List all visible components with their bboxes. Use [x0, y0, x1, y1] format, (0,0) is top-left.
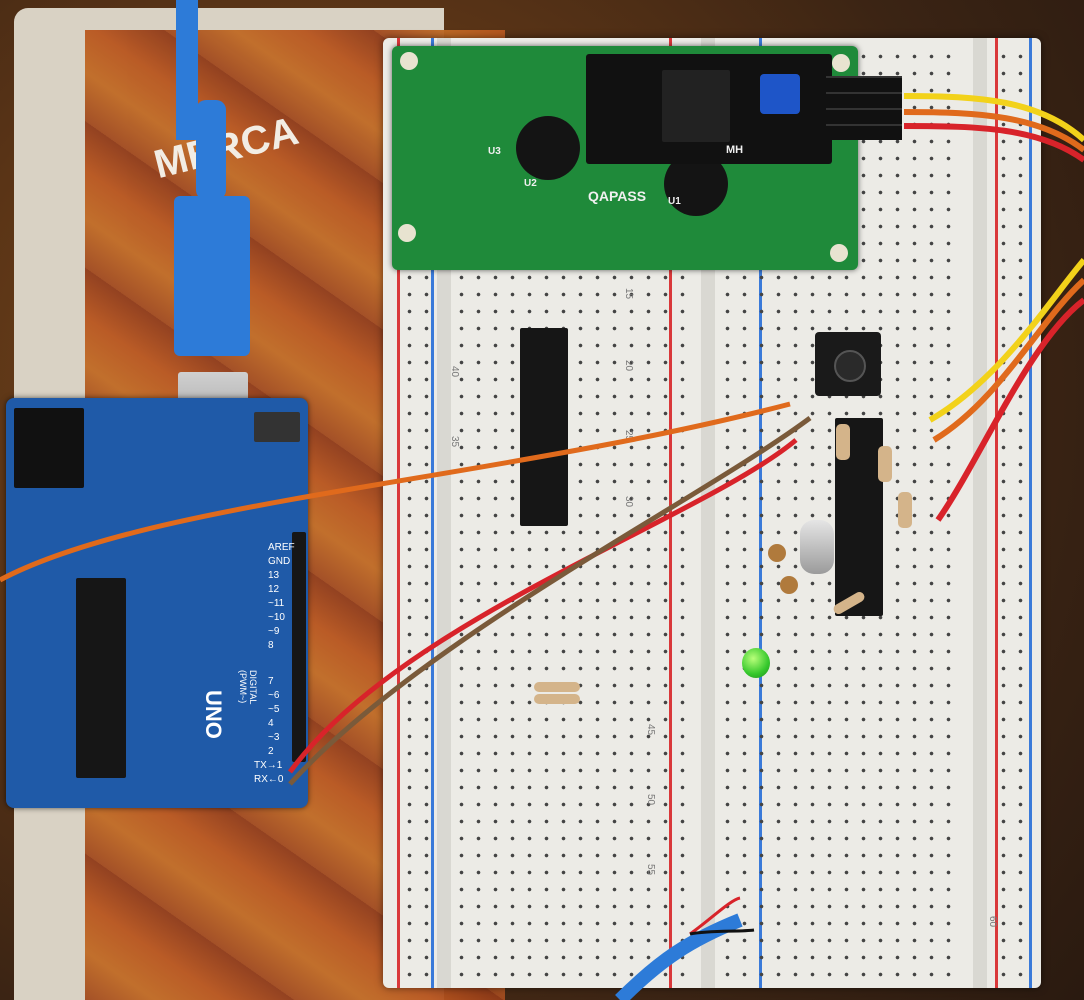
breadboard-channel	[973, 38, 987, 988]
pin-label: ~9	[268, 626, 280, 637]
wire-bundle-right	[903, 93, 1084, 143]
pin-label: ~10	[268, 612, 285, 623]
pin-label: 7	[268, 676, 274, 687]
pin-label: 8	[268, 640, 274, 651]
push-button-cap	[834, 350, 866, 382]
pin-label: ~6	[268, 690, 280, 701]
contrast-potentiometer	[760, 74, 800, 114]
ceramic-capacitor	[768, 544, 786, 562]
power-jack	[14, 408, 84, 488]
pin-label: ~5	[268, 704, 280, 715]
ic-chip-left	[520, 328, 568, 526]
usb-cable	[196, 100, 226, 200]
arduino-uno-board: UNO DIGITAL (PWM~) AREF GND 13 12 ~11 ~1…	[6, 398, 308, 808]
chip-label: U3	[488, 146, 501, 157]
mounting-hole	[832, 54, 850, 72]
pin-label: AREF	[268, 542, 295, 553]
usb-cable	[176, 0, 198, 140]
resistor	[898, 492, 912, 528]
pin-label: 4	[268, 718, 274, 729]
mounting-hole	[830, 244, 848, 262]
resistor	[878, 446, 892, 482]
wire-bundle-side	[932, 277, 1084, 443]
ceramic-capacitor	[780, 576, 798, 594]
wire-bundle-side	[928, 258, 1084, 423]
pin-label: 12	[268, 584, 280, 595]
pin-label: ~11	[268, 598, 285, 609]
wire-bundle-right	[903, 123, 1084, 163]
wire-bottom	[615, 913, 743, 1000]
resistor	[534, 682, 580, 692]
pin-label: GND	[268, 556, 291, 567]
chip-label: U1	[668, 196, 681, 207]
pin-label: 13	[268, 570, 280, 581]
reset-button	[254, 412, 300, 442]
wire-bottom-red	[689, 896, 741, 936]
lcd-brand-text: QAPASS	[588, 188, 647, 204]
wire-orange	[0, 401, 791, 583]
mounting-hole	[398, 224, 416, 242]
chip-label: U2	[524, 178, 537, 189]
power-rail-red	[397, 38, 400, 988]
breadboard-center-channel	[701, 38, 715, 988]
power-rail-blue	[1029, 38, 1032, 988]
power-rail-blue	[431, 38, 434, 988]
wire-red	[287, 438, 798, 774]
wire-bundle-right	[903, 109, 1084, 153]
mounting-hole	[400, 52, 418, 70]
pin-label: RX←0	[254, 774, 284, 785]
breadboard-channel	[437, 38, 451, 988]
rail-holes	[995, 48, 1025, 978]
pin-label: 2	[268, 746, 274, 757]
green-led	[742, 648, 770, 678]
chip-blob-u2	[516, 116, 580, 180]
usb-plug	[174, 196, 250, 356]
wire-brown	[288, 415, 812, 786]
i2c-chip	[662, 70, 730, 142]
pin-label: TX→1	[254, 760, 283, 771]
backpack-label: MH	[726, 144, 744, 156]
digital-header	[292, 532, 306, 762]
resistor	[836, 424, 850, 460]
wire-bottom-black	[689, 928, 755, 936]
pin-label: ~3	[268, 732, 280, 743]
resistor	[534, 694, 580, 704]
wire-bundle-side	[935, 297, 1084, 522]
atmega-chip	[76, 578, 126, 778]
header-pins	[826, 76, 902, 140]
crystal-oscillator	[800, 520, 834, 574]
